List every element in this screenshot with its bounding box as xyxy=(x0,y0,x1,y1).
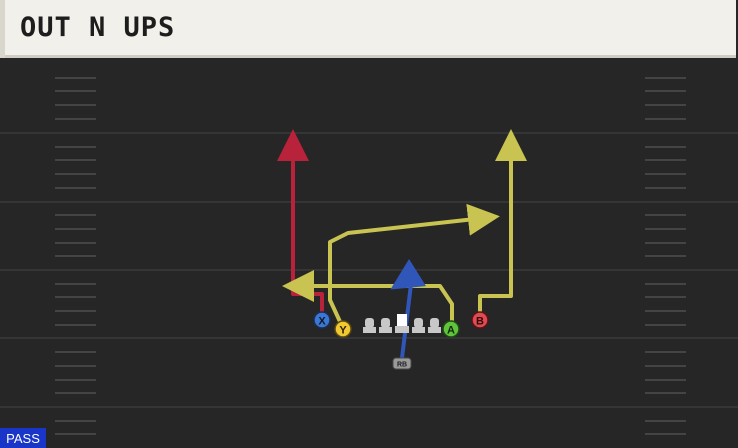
player-y-label: Y xyxy=(339,325,347,337)
lineman-icon xyxy=(428,318,441,333)
hash-marks-left xyxy=(55,77,96,435)
route-y-corner xyxy=(328,203,500,327)
player-rb[interactable]: RB xyxy=(392,357,412,370)
player-y[interactable]: Y xyxy=(334,320,352,338)
center-icon xyxy=(395,314,409,333)
player-b-label: B xyxy=(476,316,484,328)
lineman-icon xyxy=(379,318,392,333)
yard-lines xyxy=(0,132,738,408)
play-diagram: X Y A B RB xyxy=(0,77,738,435)
offensive-line xyxy=(363,314,441,333)
play-header: OUT N UPS xyxy=(0,0,736,58)
player-x[interactable]: X xyxy=(313,311,331,329)
player-b[interactable]: B xyxy=(471,311,489,329)
lineman-icon xyxy=(363,318,376,333)
play-title: OUT N UPS xyxy=(20,12,176,43)
lineman-icon xyxy=(412,318,425,333)
player-x-label: X xyxy=(318,316,326,328)
player-rb-label: RB xyxy=(397,362,407,369)
route-a-out xyxy=(282,270,454,325)
hash-marks-right xyxy=(645,77,686,435)
play-type-badge: PASS xyxy=(0,428,46,448)
player-a[interactable]: A xyxy=(442,320,460,338)
route-b-go xyxy=(478,129,527,318)
player-a-label: A xyxy=(447,325,455,337)
route-x-go xyxy=(277,129,324,316)
header-accent xyxy=(0,0,5,58)
